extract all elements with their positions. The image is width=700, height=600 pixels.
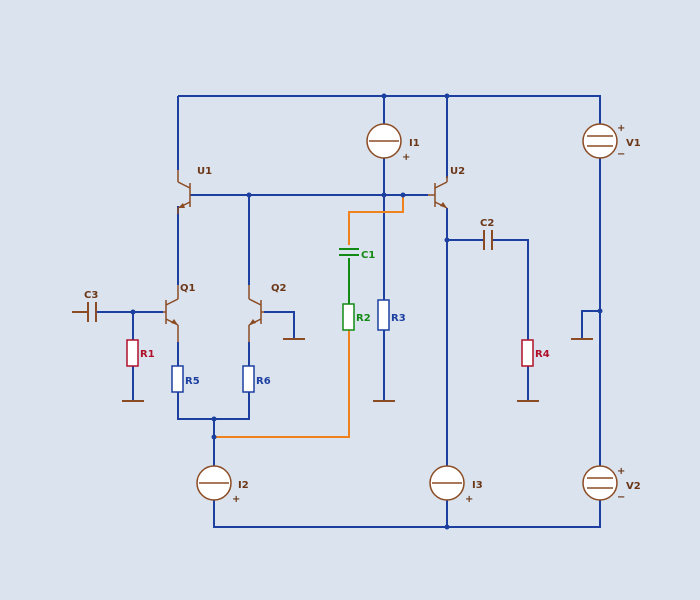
- wire-R2-to-I2: [214, 330, 350, 438]
- junction-dot: [130, 309, 136, 315]
- junction-dot: [444, 93, 450, 99]
- capacitor-C1[interactable]: [339, 248, 359, 256]
- junction-dot: [597, 308, 603, 314]
- highlight-wires: [214, 195, 404, 438]
- resistor-R6[interactable]: [242, 365, 255, 393]
- resistor-R4[interactable]: [521, 339, 534, 367]
- label-I1: I1: [409, 138, 420, 149]
- minus-sign-V2: −: [617, 492, 625, 503]
- junction-dot: [400, 192, 406, 198]
- label-Q2: Q2: [271, 283, 287, 294]
- resistor-R2[interactable]: [342, 303, 355, 331]
- junction-dot: [444, 524, 450, 530]
- transistor-Q1[interactable]: [163, 285, 179, 342]
- plus-sign-I1: +: [402, 152, 410, 163]
- wire-top-rail: [178, 95, 601, 124]
- label-R2: R2: [356, 313, 371, 324]
- plus-sign-I2: +: [232, 494, 240, 505]
- label-I2: I2: [238, 480, 249, 491]
- transistor-U1[interactable]: [177, 170, 191, 214]
- labels: U1 U2 Q1 Q2 I1 I2 I3 V1 V2 C1 C2 C3 R1 R…: [84, 123, 641, 505]
- current-source-I1[interactable]: [366, 123, 402, 159]
- wire-mid-ground: [581, 310, 600, 338]
- label-R6: R6: [256, 376, 271, 387]
- junction-dot: [211, 416, 217, 422]
- transistor-U2[interactable]: [428, 176, 448, 209]
- wire-C2-to-R4: [492, 239, 529, 340]
- label-Q1: Q1: [180, 283, 196, 294]
- junction-dot: [381, 192, 387, 198]
- label-R5: R5: [185, 376, 200, 387]
- label-I3: I3: [472, 480, 483, 491]
- plus-sign-V2: +: [617, 466, 625, 477]
- junction-dot: [246, 192, 252, 198]
- plus-sign-I3: +: [465, 494, 473, 505]
- resistor-R1[interactable]: [126, 339, 139, 367]
- label-C3: C3: [84, 290, 98, 301]
- wires: [96, 95, 601, 528]
- wire-C1-feedback: [348, 195, 404, 245]
- junction-dot: [381, 93, 387, 99]
- voltage-source-V1[interactable]: [582, 123, 618, 159]
- label-U1: U1: [197, 166, 212, 177]
- plus-sign-V1: +: [617, 123, 625, 134]
- label-V2: V2: [626, 481, 641, 492]
- wire-Q2-ground: [264, 311, 295, 338]
- resistor-R5[interactable]: [171, 365, 184, 393]
- current-source-I3[interactable]: [429, 465, 465, 501]
- label-C2: C2: [480, 218, 494, 229]
- junction-dot: [211, 434, 217, 440]
- label-V1: V1: [626, 138, 641, 149]
- capacitor-C2[interactable]: [483, 230, 493, 250]
- grounds: [122, 338, 593, 402]
- label-R4: R4: [535, 349, 550, 360]
- label-R3: R3: [391, 313, 406, 324]
- minus-sign-V1: −: [617, 149, 625, 160]
- resistor-R3[interactable]: [377, 299, 390, 331]
- label-R1: R1: [140, 349, 155, 360]
- voltage-source-V2[interactable]: [582, 465, 618, 501]
- capacitor-C3[interactable]: [72, 302, 97, 322]
- junction-dot: [444, 237, 450, 243]
- transistor-Q2[interactable]: [248, 285, 264, 342]
- label-C1: C1: [361, 250, 375, 261]
- label-U2: U2: [450, 166, 465, 177]
- wire-V2-bottom: [213, 500, 601, 528]
- resistors: [126, 299, 534, 393]
- junctions: [130, 93, 603, 530]
- current-source-I2[interactable]: [196, 465, 232, 501]
